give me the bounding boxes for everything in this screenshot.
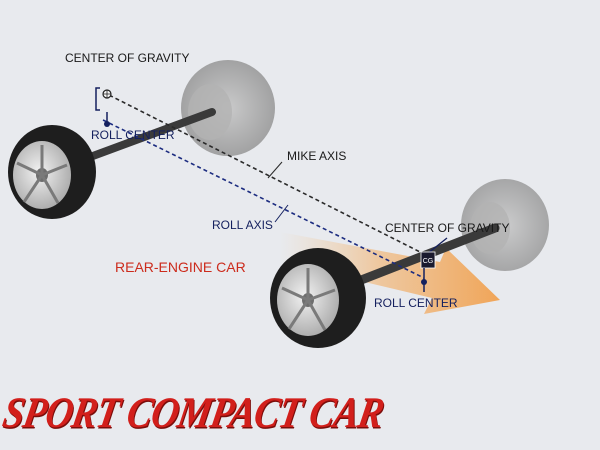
diagram-title: REAR-ENGINE CAR — [115, 259, 246, 275]
front-cg-marker — [95, 87, 112, 111]
mike-axis-leader — [267, 161, 283, 179]
mike-axis-label: MIKE AXIS — [287, 149, 346, 163]
front-cg-label: CENTER OF GRAVITY — [65, 51, 189, 65]
rear-left-wheel — [270, 248, 366, 348]
rear-roll-center-marker — [421, 268, 427, 292]
front-roll-center-label: ROLL CENTER — [91, 128, 175, 142]
rear-cg-marker: CG — [420, 237, 448, 269]
front-left-wheel — [8, 125, 96, 219]
mike-axis-line — [102, 91, 429, 257]
cg-marker-text: CG — [423, 258, 434, 265]
roll-axis-leader — [274, 204, 289, 223]
rear-roll-center-label: ROLL CENTER — [374, 296, 458, 310]
front-right-wheel — [181, 60, 275, 156]
roll-axis-line — [102, 119, 425, 279]
rear-cg-label: CENTER OF GRAVITY — [385, 221, 509, 235]
sport-compact-car-logo: SPORT COMPACT CAR — [0, 389, 388, 438]
roll-axis-label: ROLL AXIS — [212, 218, 273, 232]
front-roll-center-marker — [104, 112, 110, 127]
